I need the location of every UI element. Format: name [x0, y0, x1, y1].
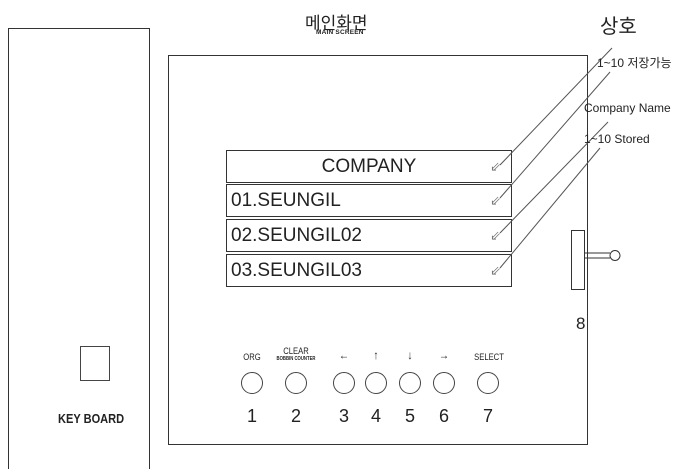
switch-number: 8: [576, 314, 586, 333]
switch-body[interactable]: [571, 230, 585, 290]
company-row[interactable]: 01.SEUNGIL ⇙: [226, 184, 512, 217]
title-english: MAIN SCREEN: [316, 29, 364, 36]
button-number: 4: [370, 406, 381, 426]
company-row-text: 01.SEUNGIL: [231, 190, 341, 211]
down-arrow-label: ↓: [407, 348, 413, 362]
screen-header-text: COMPANY: [321, 156, 417, 177]
button-sublabel: BOBBIN COUNTER: [276, 356, 316, 362]
button-label: ORG: [243, 352, 261, 362]
org-button[interactable]: [241, 372, 263, 394]
switch-handle-icon[interactable]: [584, 246, 624, 266]
button-number: 7: [482, 406, 493, 426]
right-button[interactable]: [433, 372, 455, 394]
annotation-company-name: Company Name: [584, 101, 671, 115]
leader-line: [499, 147, 601, 269]
arrow-icon: ⇙: [490, 193, 501, 208]
button-number: 3: [338, 406, 349, 426]
leader-line: [499, 121, 609, 234]
title-korean: 메인화면: [305, 14, 368, 33]
leader-line: [499, 71, 611, 199]
clear-button[interactable]: [285, 372, 307, 394]
screen-header-row: COMPANY ⇙: [226, 150, 512, 183]
annotation-sangho: 상호: [600, 16, 637, 38]
arrow-icon: ⇙: [490, 228, 501, 243]
button-label: SELECT: [474, 352, 504, 362]
down-button[interactable]: [399, 372, 421, 394]
left-arrow-label: ←: [338, 348, 350, 362]
company-row[interactable]: 02.SEUNGIL02 ⇙: [226, 219, 512, 252]
leader-line: [499, 47, 613, 166]
keyboard-label: KEY BOARD: [58, 411, 125, 426]
keyboard-key[interactable]: [80, 346, 110, 381]
annotation-stored: 1~10 Stored: [584, 132, 650, 146]
arrow-icon: ⇙: [490, 263, 501, 278]
button-number: 5: [404, 406, 415, 426]
button-number: 6: [438, 406, 449, 426]
keyboard-panel: [8, 28, 150, 469]
button-label: CLEAR: [283, 346, 309, 356]
company-row-text: 03.SEUNGIL03: [231, 260, 362, 281]
button-number: 1: [246, 406, 257, 426]
left-button[interactable]: [333, 372, 355, 394]
company-row-text: 02.SEUNGIL02: [231, 225, 362, 246]
up-button[interactable]: [365, 372, 387, 394]
right-arrow-label: →: [438, 348, 450, 362]
arrow-icon: ⇙: [490, 159, 501, 174]
button-number: 2: [290, 406, 301, 426]
select-button[interactable]: [477, 372, 499, 394]
main-screen-panel: [168, 55, 588, 445]
up-arrow-label: ↑: [373, 348, 379, 362]
annotation-storage-kr: 1~10 저장가능: [597, 56, 672, 70]
company-row[interactable]: 03.SEUNGIL03 ⇙: [226, 254, 512, 287]
